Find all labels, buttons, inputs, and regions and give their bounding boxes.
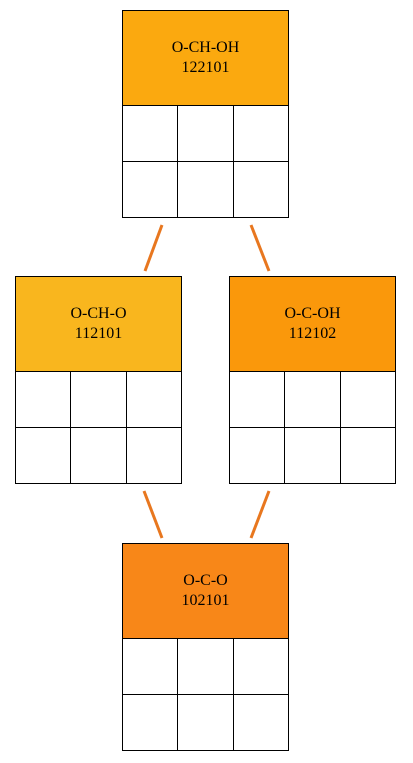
grid-cell — [230, 372, 286, 428]
edge-left-bottom — [142, 490, 164, 539]
node-left[interactable]: O-CH-O 112101 — [15, 276, 182, 484]
edge-top-left — [143, 224, 164, 272]
node-bottom-header: O-C-O 102101 — [122, 543, 289, 639]
grid-cell — [178, 106, 234, 162]
grid-cell — [178, 162, 234, 218]
grid-cell — [233, 106, 289, 162]
node-top-grid — [122, 106, 289, 218]
grid-cell — [233, 695, 289, 751]
grid-cell — [233, 162, 289, 218]
grid-cell — [123, 162, 179, 218]
node-top-header: O-CH-OH 122101 — [122, 10, 289, 106]
node-top-code: 122101 — [181, 59, 230, 76]
grid-cell — [71, 372, 127, 428]
node-top[interactable]: O-CH-OH 122101 — [122, 10, 289, 218]
node-right-grid — [229, 372, 396, 484]
grid-cell — [123, 639, 179, 695]
grid-cell — [126, 428, 182, 484]
node-left-code: 112101 — [74, 325, 123, 342]
node-right-code: 112102 — [288, 325, 337, 342]
node-right-label: O-C-OH — [284, 305, 341, 322]
node-left-grid — [15, 372, 182, 484]
node-top-label: O-CH-OH — [171, 39, 240, 56]
grid-cell — [16, 428, 72, 484]
node-left-header: O-CH-O 112101 — [15, 276, 182, 372]
grid-cell — [285, 372, 341, 428]
node-bottom[interactable]: O-C-O 102101 — [122, 543, 289, 751]
grid-cell — [178, 695, 234, 751]
node-left-label: O-CH-O — [70, 305, 127, 322]
node-right-header: O-C-OH 112102 — [229, 276, 396, 372]
node-bottom-grid — [122, 639, 289, 751]
grid-cell — [178, 639, 234, 695]
node-right[interactable]: O-C-OH 112102 — [229, 276, 396, 484]
grid-cell — [123, 106, 179, 162]
grid-cell — [230, 428, 286, 484]
edge-right-bottom — [249, 490, 271, 539]
grid-cell — [71, 428, 127, 484]
edge-top-right — [249, 224, 271, 272]
grid-cell — [123, 695, 179, 751]
grid-cell — [285, 428, 341, 484]
grid-cell — [233, 639, 289, 695]
node-bottom-label: O-C-O — [183, 572, 228, 589]
node-bottom-code: 102101 — [181, 592, 230, 609]
grid-cell — [16, 372, 72, 428]
grid-cell — [126, 372, 182, 428]
grid-cell — [340, 428, 396, 484]
grid-cell — [340, 372, 396, 428]
